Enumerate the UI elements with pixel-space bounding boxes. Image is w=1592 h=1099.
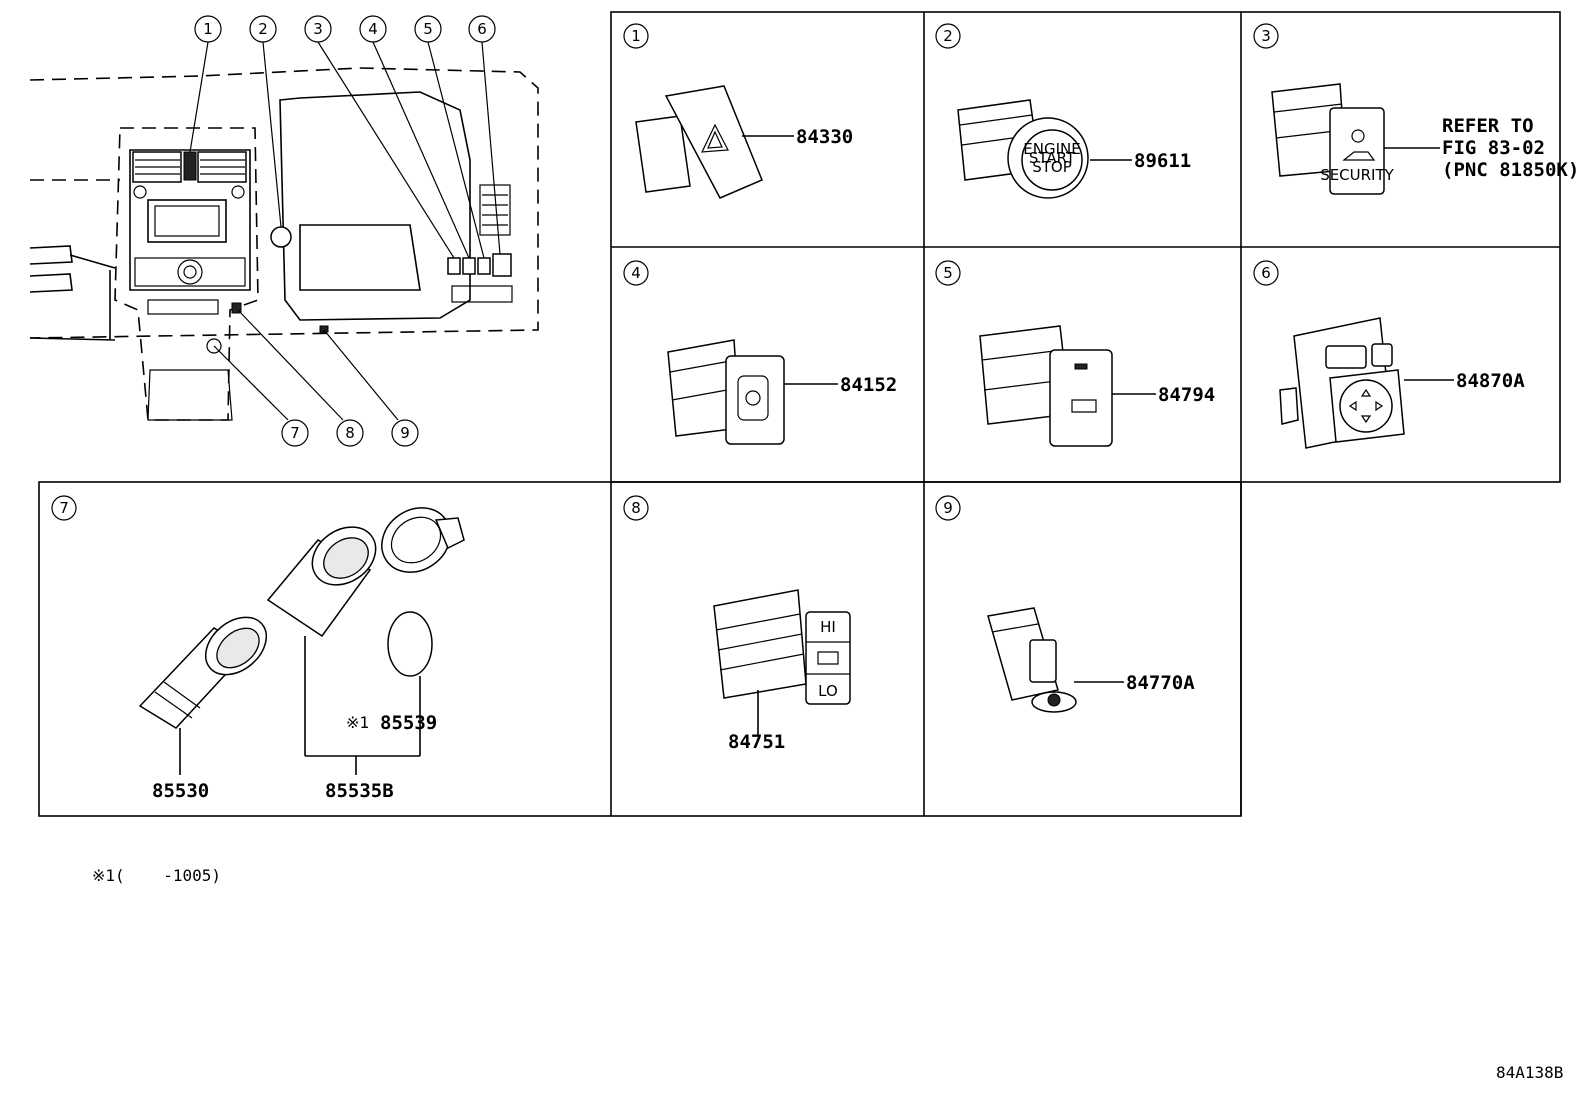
outlet-housing-with-cap — [266, 507, 465, 677]
power-outlet-socket — [138, 616, 268, 729]
overview-callout-1: 1 — [194, 15, 222, 43]
overview-callout-6: 6 — [468, 15, 496, 43]
refer-line-1: REFER TO — [1442, 115, 1534, 137]
svg-text:1: 1 — [631, 27, 641, 45]
refer-line-3: (PNC 81850K) — [1442, 159, 1579, 181]
svg-text:START: START — [1029, 149, 1076, 167]
svg-text:LO: LO — [818, 682, 838, 700]
svg-text:7: 7 — [59, 499, 69, 517]
overview-callout-9: 9 — [391, 419, 419, 447]
part-number-84770A: 84770A — [1126, 672, 1195, 694]
part-number-84330: 84330 — [796, 126, 853, 148]
svg-text:ENGINE: ENGINE — [1023, 140, 1080, 158]
svg-text:6: 6 — [1261, 264, 1271, 282]
overview-callout-2: 2 — [249, 15, 277, 43]
small-switch — [987, 607, 1077, 713]
svg-text:5: 5 — [423, 20, 433, 38]
part-number-84152: 84152 — [840, 374, 897, 396]
part-number-85535B: 85535B — [325, 780, 394, 802]
panel-9: 9 84770A — [935, 495, 1195, 713]
svg-text:9: 9 — [943, 499, 953, 517]
hazard-switch — [635, 85, 763, 199]
dashboard-overview — [29, 41, 539, 421]
svg-text:4: 4 — [631, 264, 641, 282]
footnote: ※1( -1005) — [92, 866, 221, 885]
svg-text:STOP: STOP — [1032, 158, 1072, 176]
part-number-85530: 85530 — [152, 780, 209, 802]
overview-callout-7: 7 — [281, 419, 309, 447]
figure-code: 84A138B — [1496, 1063, 1563, 1082]
svg-text:2: 2 — [943, 27, 953, 45]
panel-5: 5 84794 — [935, 260, 1215, 447]
panel-2: 2 ENGINE START STOP 89611 — [935, 23, 1191, 199]
svg-text:8: 8 — [345, 424, 355, 442]
svg-text:3: 3 — [1261, 27, 1271, 45]
overview-callout-3: 3 — [304, 15, 332, 43]
svg-text:6: 6 — [477, 20, 487, 38]
svg-text:4: 4 — [368, 20, 378, 38]
engine-start-button: ENGINE START STOP — [957, 99, 1089, 199]
panel-6: 6 84870A — [1253, 260, 1525, 449]
svg-text:9: 9 — [400, 424, 410, 442]
security-switch: SECURITY — [1271, 83, 1395, 195]
part-number-84794: 84794 — [1158, 384, 1215, 406]
part-number-85539: 85539 — [380, 712, 437, 734]
defogger-switch — [979, 325, 1113, 447]
panel-4: 4 84152 — [623, 260, 897, 445]
part-number-84870A: 84870A — [1456, 370, 1525, 392]
svg-text:5: 5 — [943, 264, 953, 282]
panel-7: 7 85530 ※1 85539 85535B — [51, 495, 465, 802]
panel-8: 8 HI LO 84751 — [623, 495, 851, 753]
seat-heater-switch: HI LO — [713, 589, 851, 705]
panel-grid — [38, 11, 1561, 817]
overview-callout-8: 8 — [336, 419, 364, 447]
svg-text:2: 2 — [258, 20, 268, 38]
mirror-control-switch — [1279, 317, 1405, 449]
svg-text:1: 1 — [203, 20, 213, 38]
panel-1: 1 84330 — [623, 23, 853, 199]
svg-text:3: 3 — [313, 20, 323, 38]
headlamp-leveling-switch — [667, 339, 785, 445]
svg-text:7: 7 — [290, 424, 300, 442]
overview-callout-4: 4 — [359, 15, 387, 43]
svg-text:HI: HI — [820, 618, 836, 636]
svg-text:8: 8 — [631, 499, 641, 517]
svg-text:SECURITY: SECURITY — [1320, 166, 1394, 184]
note-mark: ※1 — [346, 713, 369, 732]
overview-callout-5: 5 — [414, 15, 442, 43]
part-number-89611: 89611 — [1134, 150, 1191, 172]
panel-3: 3 SECURITY REFER TO FIG 83-02 (PNC 81850… — [1253, 23, 1579, 195]
part-number-84751: 84751 — [728, 731, 785, 753]
refer-line-2: FIG 83-02 — [1442, 137, 1545, 159]
